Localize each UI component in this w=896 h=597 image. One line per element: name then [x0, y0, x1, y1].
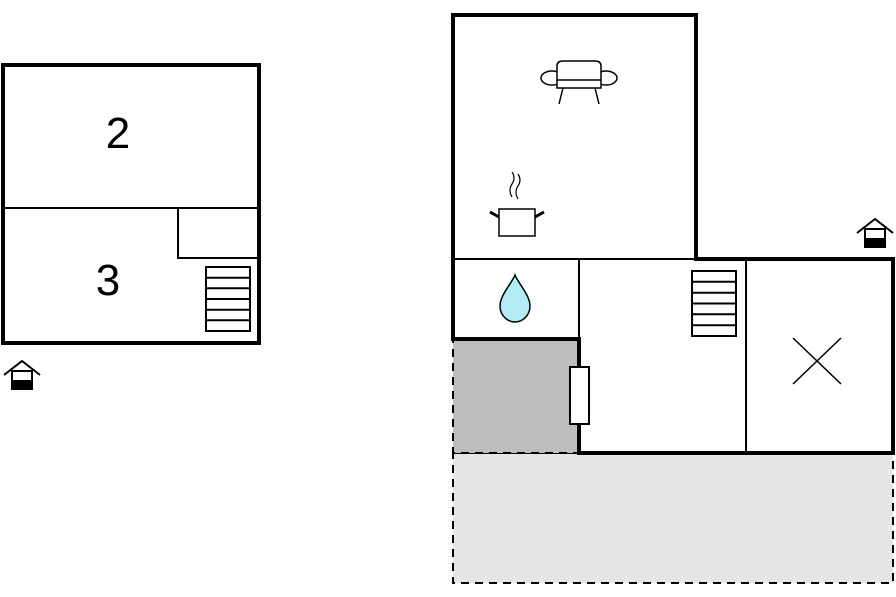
- ground-floor-plan: [451, 13, 895, 584]
- entrance-house-icon: [3, 359, 41, 390]
- stairs-icon: [205, 266, 251, 332]
- room-label-3: 3: [96, 256, 120, 305]
- water-drop-icon: [499, 272, 531, 323]
- sofa-icon: [540, 60, 618, 105]
- room-label-2: 2: [106, 109, 130, 158]
- cross-icon: [792, 337, 842, 385]
- upper-floor-plan: 2 3: [1, 63, 261, 345]
- terrace-dark: [452, 338, 580, 454]
- terrace-light: [452, 452, 894, 584]
- door-icon: [569, 366, 590, 425]
- cooking-pot-icon: [489, 171, 545, 237]
- closet-wall: [177, 208, 259, 259]
- entrance-house-icon: [856, 217, 894, 248]
- stairs-icon: [691, 270, 737, 337]
